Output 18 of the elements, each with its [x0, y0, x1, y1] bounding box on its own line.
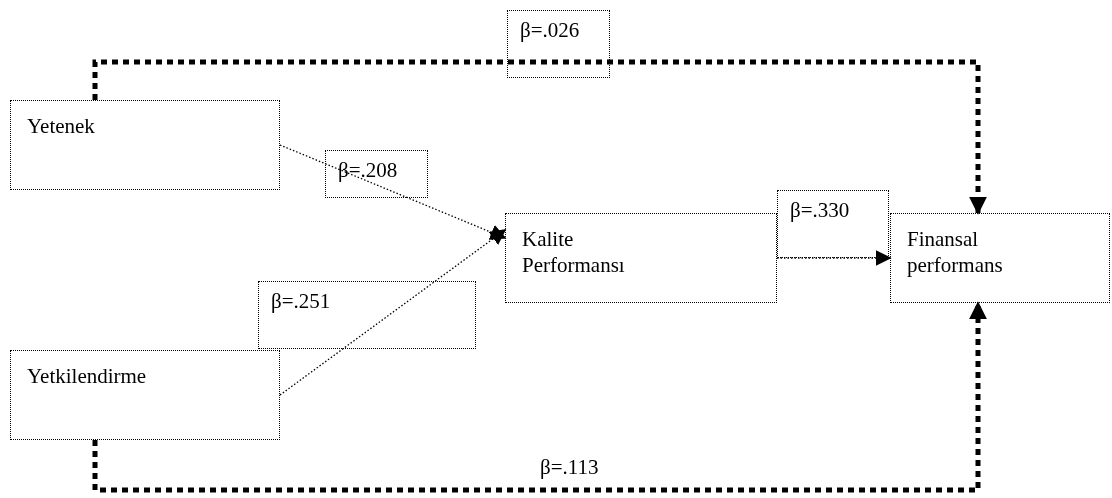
edge-label: β=.113	[539, 454, 600, 481]
arrow	[92, 59, 987, 215]
arrow	[92, 301, 987, 493]
edge-label: β=.208	[325, 150, 428, 198]
arrow	[279, 144, 507, 240]
node-label: Yetenek	[27, 113, 96, 139]
node-label: Yetkilendirme	[27, 363, 148, 389]
edge-label: β=.330	[777, 190, 889, 258]
variable-box	[505, 213, 777, 303]
node-label: Kalite Performansı	[522, 226, 626, 278]
arrow	[279, 229, 507, 396]
variable-box	[10, 350, 280, 440]
edge-label: β=.251	[258, 281, 476, 349]
variable-box	[10, 100, 280, 190]
arrow	[776, 250, 892, 266]
node-label: Finansal performans	[907, 226, 1004, 278]
variable-box	[890, 213, 1110, 303]
edge-label: β=.026	[507, 10, 610, 78]
